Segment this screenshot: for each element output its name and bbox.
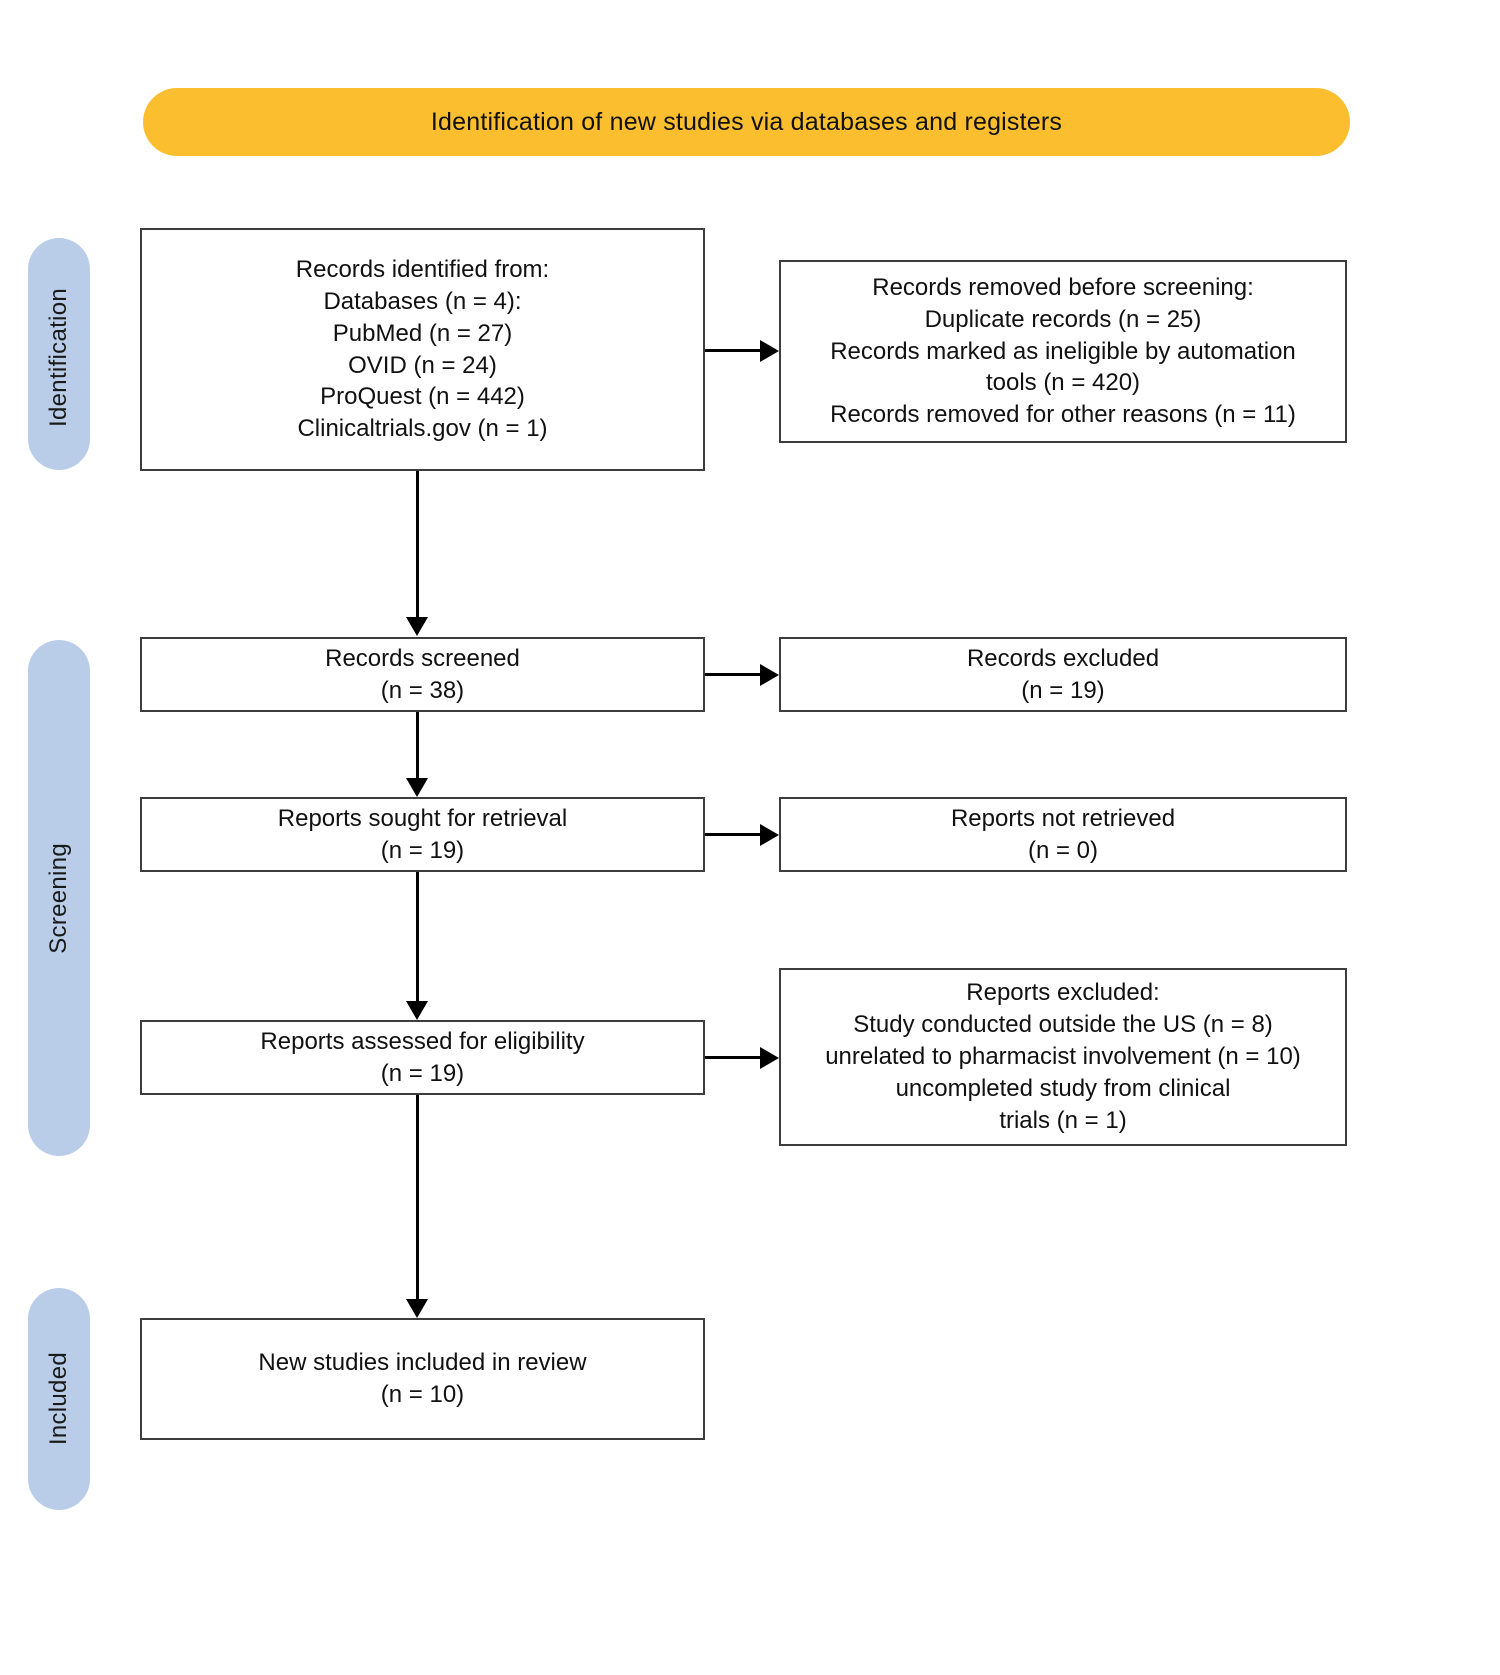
box-line: ProQuest (n = 442)	[320, 383, 525, 411]
box-line: unrelated to pharmacist involvement (n =…	[825, 1043, 1301, 1071]
box-line: (n = 38)	[380, 676, 465, 704]
box-line: Records screened	[325, 644, 520, 672]
box-line: Duplicate records (n = 25)	[924, 305, 1202, 333]
box-records-excluded: Records excluded (n = 19)	[779, 637, 1347, 712]
box-line: Records identified from:	[295, 255, 550, 283]
stage-tab-identification: Identification	[28, 238, 90, 470]
box-line: Clinicaltrials.gov (n = 1)	[297, 415, 548, 443]
box-line: Reports not retrieved	[950, 804, 1176, 832]
stage-tab-identification-label: Identification	[45, 287, 72, 427]
box-new-studies-included: New studies included in review (n = 10)	[140, 1318, 705, 1440]
box-line: Databases (n = 4):	[323, 287, 522, 315]
box-reports-sought-for-retrieval: Reports sought for retrieval (n = 19)	[140, 797, 705, 872]
box-line: (n = 10)	[380, 1381, 465, 1408]
box-line: (n = 19)	[1021, 676, 1105, 704]
phase-banner-identification: Identification of new studies via databa…	[143, 88, 1350, 156]
box-line: uncompleted study from clinical	[895, 1074, 1231, 1102]
box-records-screened: Records screened (n = 38)	[140, 637, 705, 712]
box-line: PubMed (n = 27)	[332, 319, 513, 347]
box-line: Study conducted outside the US (n = 8)	[853, 1011, 1273, 1039]
box-line: Records removed before screening:	[872, 273, 1254, 301]
box-line: Reports excluded:	[966, 979, 1160, 1007]
box-line: Records excluded	[966, 644, 1160, 672]
box-line: (n = 0)	[1027, 836, 1099, 864]
box-reports-assessed-for-eligibility: Reports assessed for eligibility (n = 19…	[140, 1020, 705, 1095]
box-line: OVID (n = 24)	[348, 351, 497, 379]
box-reports-excluded: Reports excluded: Study conducted outsid…	[779, 968, 1347, 1146]
stage-tab-included: Included	[28, 1288, 90, 1510]
box-line: (n = 19)	[380, 836, 465, 864]
box-line: Reports assessed for eligibility	[260, 1027, 585, 1055]
box-records-removed-before-screening: Records removed before screening: Duplic…	[779, 260, 1347, 443]
box-line: trials (n = 1)	[999, 1106, 1127, 1134]
box-records-identified: Records identified from: Databases (n = …	[140, 228, 705, 471]
stage-tab-screening-label: Screening	[45, 842, 72, 954]
box-reports-not-retrieved: Reports not retrieved (n = 0)	[779, 797, 1347, 872]
box-line: (n = 19)	[380, 1059, 465, 1087]
box-line: Records removed for other reasons (n = 1…	[830, 401, 1296, 429]
box-line: Records marked as ineligible by automati…	[830, 337, 1296, 365]
phase-banner-title: Identification of new studies via databa…	[430, 107, 1063, 136]
stage-tab-included-label: Included	[45, 1352, 72, 1446]
box-line: Reports sought for retrieval	[277, 804, 568, 832]
stage-tab-screening: Screening	[28, 640, 90, 1156]
box-line: New studies included in review	[258, 1349, 587, 1377]
box-line: tools (n = 420)	[985, 369, 1141, 397]
